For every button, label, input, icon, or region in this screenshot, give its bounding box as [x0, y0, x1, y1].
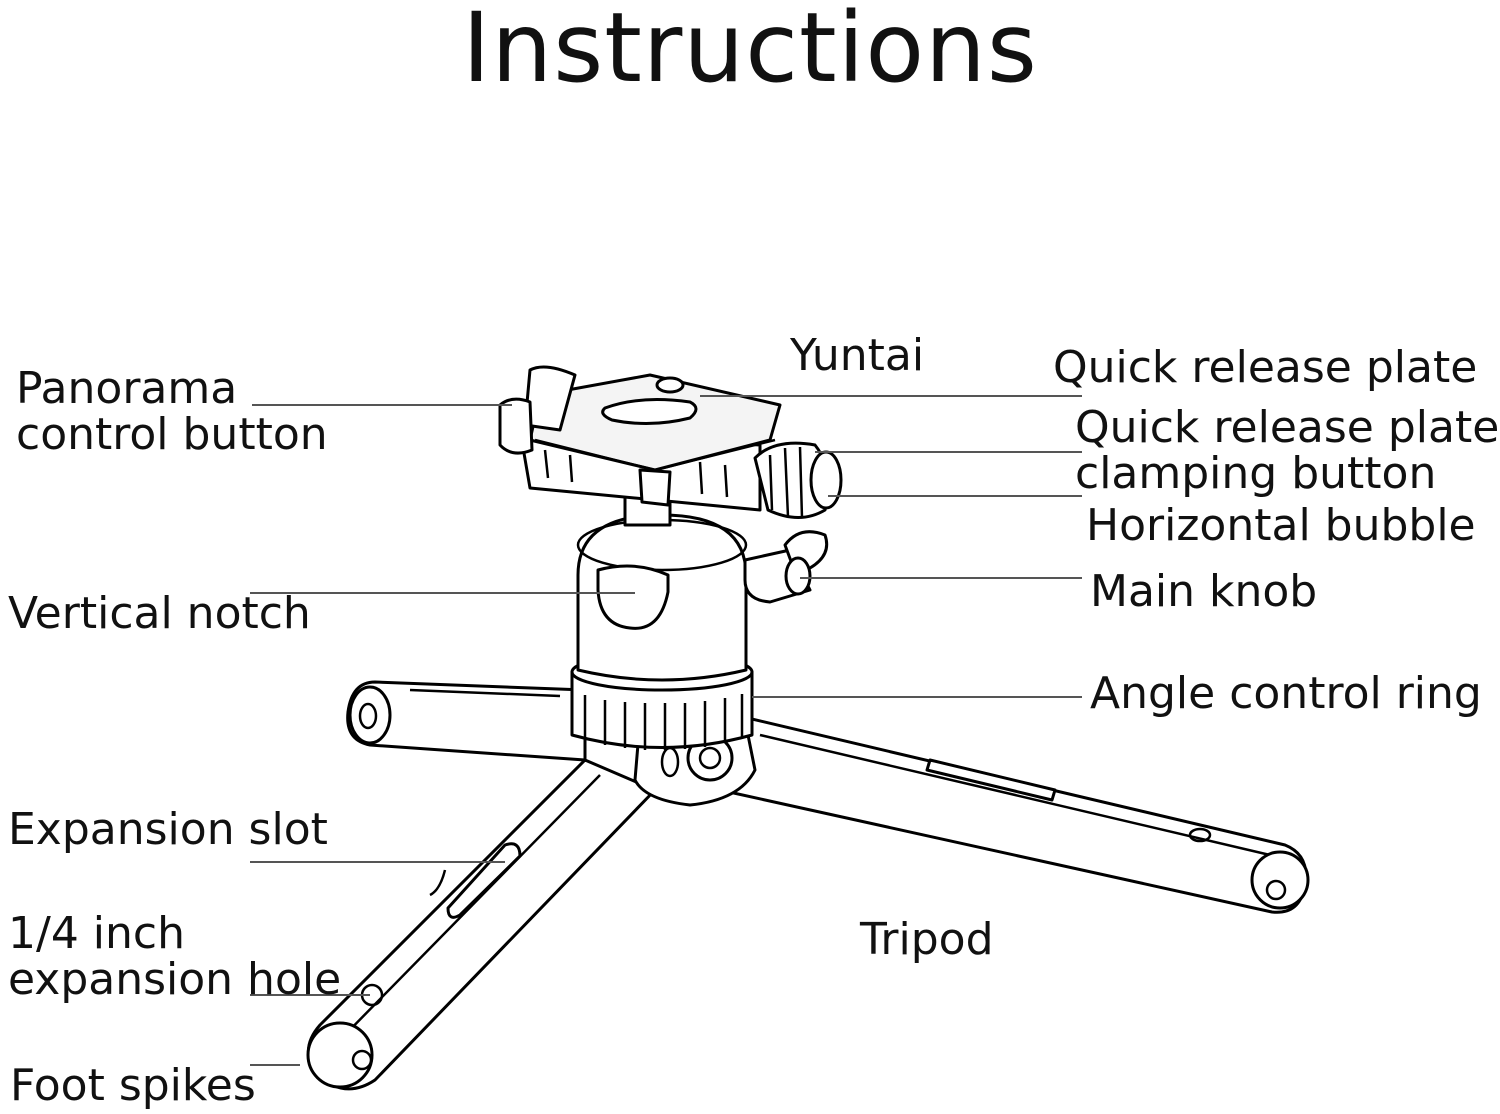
label-foot-spikes: Foot spikes — [10, 1060, 256, 1111]
clamping-knob — [753, 441, 843, 519]
label-horizontal-bubble: Horizontal bubble — [1086, 500, 1476, 551]
leader-lines — [250, 395, 1082, 1066]
rear-left-leg — [346, 680, 587, 762]
quick-release-plate — [528, 373, 782, 472]
label-expansion-slot: Expansion slot — [8, 804, 328, 855]
label-panorama-control-button: Panorama control button — [16, 363, 328, 460]
label-quick-release-plate: Quick release plate — [1053, 342, 1478, 393]
front-leg — [306, 758, 657, 1091]
label-angle-control-ring: Angle control ring — [1090, 668, 1482, 719]
label-yuntai: Yuntai — [790, 330, 925, 381]
right-leg — [718, 713, 1310, 914]
label-quick-release-plate-clamping-button: Quick release plate clamping button — [1075, 402, 1500, 499]
label-vertical-notch: Vertical notch — [8, 588, 311, 639]
label-main-knob: Main knob — [1090, 566, 1318, 617]
main-knob-shape — [743, 530, 829, 604]
label-tripod: Tripod — [860, 914, 994, 965]
ball-head — [576, 478, 748, 682]
panorama-knob — [498, 365, 577, 455]
page-title: Instructions — [462, 0, 1038, 104]
label-expansion-hole: 1/4 inch expansion hole — [8, 908, 342, 1005]
